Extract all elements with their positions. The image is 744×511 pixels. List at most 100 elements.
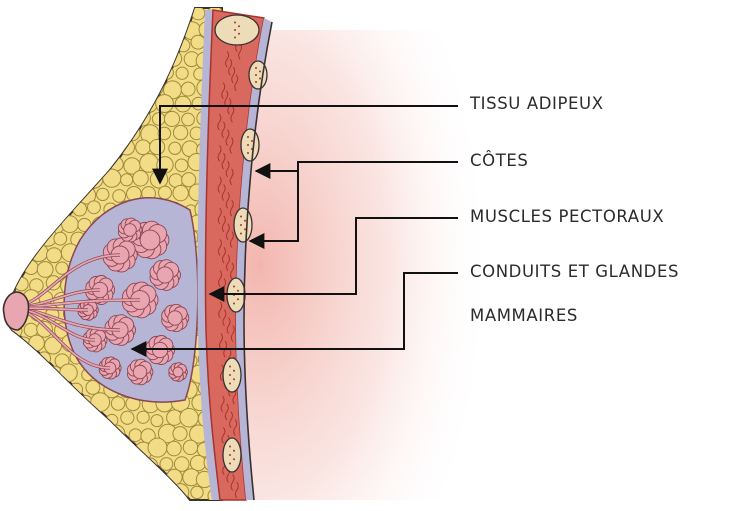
fat-lobule: [62, 216, 79, 233]
fat-lobule: [117, 20, 135, 38]
gland-lobule: [162, 304, 189, 331]
fat-lobule: [72, 21, 84, 33]
label-conduits-line2: MAMMAIRES: [470, 306, 578, 326]
fat-lobule: [3, 470, 22, 489]
fat-lobule: [77, 34, 95, 52]
fat-lobule: [31, 68, 47, 84]
fat-lobule: [22, 140, 39, 157]
fat-lobule: [183, 440, 197, 454]
fat-lobule: [148, 469, 164, 485]
fat-lobule: [0, 486, 13, 499]
fat-lobule: [128, 458, 144, 474]
fat-lobule: [129, 429, 142, 442]
fat-lobule: [63, 483, 81, 501]
fat-lobule: [7, 350, 21, 364]
fat-lobule: [164, 111, 179, 126]
fat-lobule: [110, 94, 127, 111]
fat-lobule: [14, 156, 29, 171]
fat-lobule: [25, 22, 39, 36]
fat-lobule: [94, 484, 110, 500]
fat-lobule: [0, 8, 12, 21]
fat-lobule: [141, 96, 157, 112]
fat-lobule: [79, 486, 92, 499]
fat-lobule: [191, 486, 203, 498]
fat-lobule: [23, 380, 39, 396]
fat-lobule: [14, 369, 27, 382]
fat-lobule: [182, 113, 195, 126]
fat-lobule: [56, 262, 68, 274]
fat-lobule: [61, 184, 79, 202]
fat-lobule: [68, 441, 85, 458]
fat-lobule: [110, 457, 124, 471]
fat-lobule: [104, 53, 118, 67]
gland-lobule: [118, 218, 142, 242]
fat-lobule: [38, 379, 55, 396]
fat-lobule: [137, 411, 149, 423]
fat-lobule: [0, 398, 11, 412]
gland-lobule: [169, 363, 188, 382]
fat-lobule: [28, 364, 45, 381]
fat-lobule: [38, 471, 56, 489]
fat-lobule: [32, 130, 44, 142]
fat-lobule: [175, 159, 188, 172]
gland-lobule: [127, 359, 152, 385]
fat-lobule: [25, 112, 38, 125]
fat-lobule: [53, 471, 69, 487]
fat-lobule: [23, 52, 35, 64]
fat-lobule: [17, 216, 30, 229]
fat-lobule: [2, 338, 14, 350]
fat-lobule: [60, 364, 78, 382]
fat-lobule: [79, 67, 94, 82]
fat-lobule: [7, 442, 21, 456]
rib-cross-section: [241, 129, 259, 161]
fat-lobule: [141, 6, 157, 22]
fat-lobule: [145, 68, 158, 81]
fat-lobule: [41, 112, 55, 126]
fat-lobule: [0, 67, 15, 85]
fat-lobule: [141, 488, 155, 502]
fat-lobule: [97, 188, 109, 200]
fat-lobule: [116, 48, 134, 66]
fat-lobule: [95, 67, 111, 83]
background-glow: [228, 30, 488, 500]
fat-lobule: [145, 37, 157, 49]
fat-lobule: [30, 453, 49, 472]
fat-lobule: [93, 156, 108, 171]
fat-lobule: [73, 202, 87, 216]
fat-lobule: [78, 155, 94, 171]
fat-lobule: [15, 487, 31, 503]
fat-lobule: [20, 411, 39, 430]
fat-lobule: [62, 96, 76, 110]
fat-lobule: [62, 429, 77, 444]
fat-lobule: [117, 110, 133, 126]
label-conduits-line1: CONDUITS ET GLANDES: [470, 262, 679, 282]
fat-lobule: [60, 63, 79, 82]
rib-cross-section: [223, 438, 241, 472]
fat-lobule: [173, 185, 188, 200]
fat-lobule: [191, 35, 205, 49]
fat-lobule: [54, 142, 69, 157]
fat-lobule: [149, 49, 165, 65]
fat-lobule: [24, 323, 38, 337]
fat-lobule: [135, 22, 149, 36]
fat-lobule: [5, 202, 19, 216]
fat-lobule: [15, 427, 30, 442]
fat-lobule: [0, 156, 17, 175]
fat-lobule: [12, 186, 31, 205]
fat-lobule: [107, 6, 126, 25]
fat-lobule: [109, 486, 125, 502]
fat-lobule: [135, 473, 151, 489]
fat-lobule: [46, 426, 63, 443]
label-tissu-adipeux: TISSU ADIPEUX: [470, 94, 604, 114]
fat-lobule: [104, 21, 119, 36]
fat-lobule: [30, 96, 43, 109]
fat-lobule: [0, 456, 11, 469]
fat-lobule: [78, 8, 91, 21]
fat-lobule: [48, 487, 60, 499]
fat-lobule: [126, 487, 140, 501]
fat-lobule: [20, 439, 38, 457]
fat-lobule: [148, 438, 167, 457]
fat-lobule: [22, 199, 38, 215]
fat-lobule: [37, 262, 53, 278]
fat-lobule: [140, 154, 159, 173]
